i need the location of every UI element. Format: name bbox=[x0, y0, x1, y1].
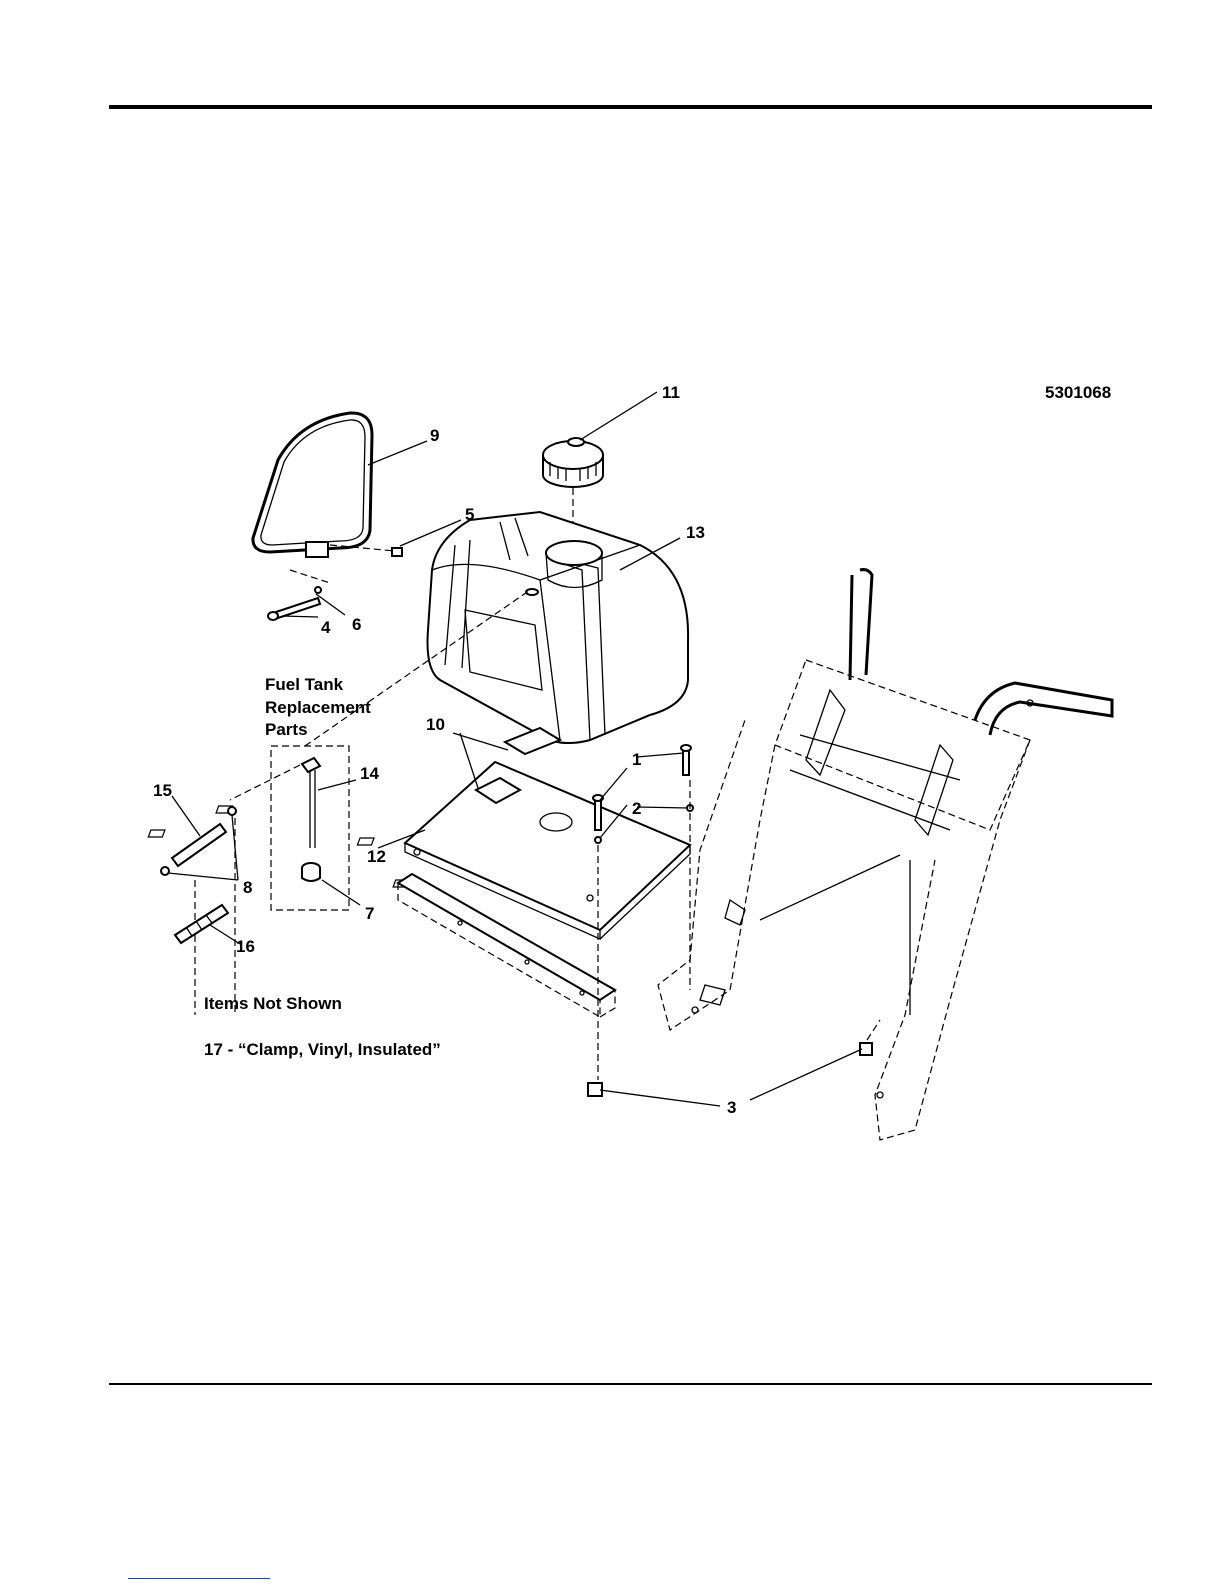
replacement-box-title-line3: Parts bbox=[265, 720, 308, 739]
items-not-shown-heading: Items Not Shown bbox=[204, 994, 342, 1013]
callout-16: 16 bbox=[236, 937, 255, 956]
callout-15: 15 bbox=[153, 781, 172, 800]
replacement-box-title-line1: Fuel Tank bbox=[265, 675, 344, 694]
callout-11: 11 bbox=[662, 383, 680, 402]
drawing-number: 5301068 bbox=[1045, 383, 1111, 402]
fuel-line-15 bbox=[172, 824, 226, 866]
callout-10: 10 bbox=[426, 715, 445, 734]
fuel-tank bbox=[428, 512, 689, 743]
callout-13: 13 bbox=[686, 523, 705, 542]
sending-unit-14 bbox=[302, 758, 320, 848]
clamp-8b bbox=[161, 867, 169, 875]
filter-16 bbox=[175, 905, 228, 943]
fuel-cap bbox=[543, 438, 603, 487]
footer-rule bbox=[109, 1383, 1152, 1385]
callout-6: 6 bbox=[352, 615, 361, 634]
callout-8: 8 bbox=[243, 878, 252, 897]
callout-12: 12 bbox=[367, 847, 386, 866]
footer-link-underline[interactable] bbox=[128, 1578, 270, 1579]
nut-5 bbox=[392, 548, 402, 556]
tank-strap bbox=[253, 413, 372, 557]
grommet-7 bbox=[302, 863, 320, 881]
replacement-box-title-line2: Replacement bbox=[265, 698, 371, 717]
clamp-8a bbox=[228, 807, 236, 815]
callout-14: 14 bbox=[360, 764, 379, 783]
callout-5: 5 bbox=[465, 505, 474, 524]
callout-1: 1 bbox=[632, 750, 641, 769]
callout-7: 7 bbox=[365, 904, 374, 923]
callout-4: 4 bbox=[321, 618, 331, 637]
items-not-shown-entry: 17 - “Clamp, Vinyl, Insulated” bbox=[204, 1040, 441, 1059]
callout-2: 2 bbox=[632, 799, 641, 818]
callout-3: 3 bbox=[727, 1098, 736, 1117]
tank-mount-plate bbox=[148, 762, 690, 939]
nut-3a bbox=[588, 1083, 602, 1096]
washer-6 bbox=[315, 587, 321, 593]
callout-9: 9 bbox=[430, 426, 439, 445]
handle-frame bbox=[658, 570, 1112, 1140]
